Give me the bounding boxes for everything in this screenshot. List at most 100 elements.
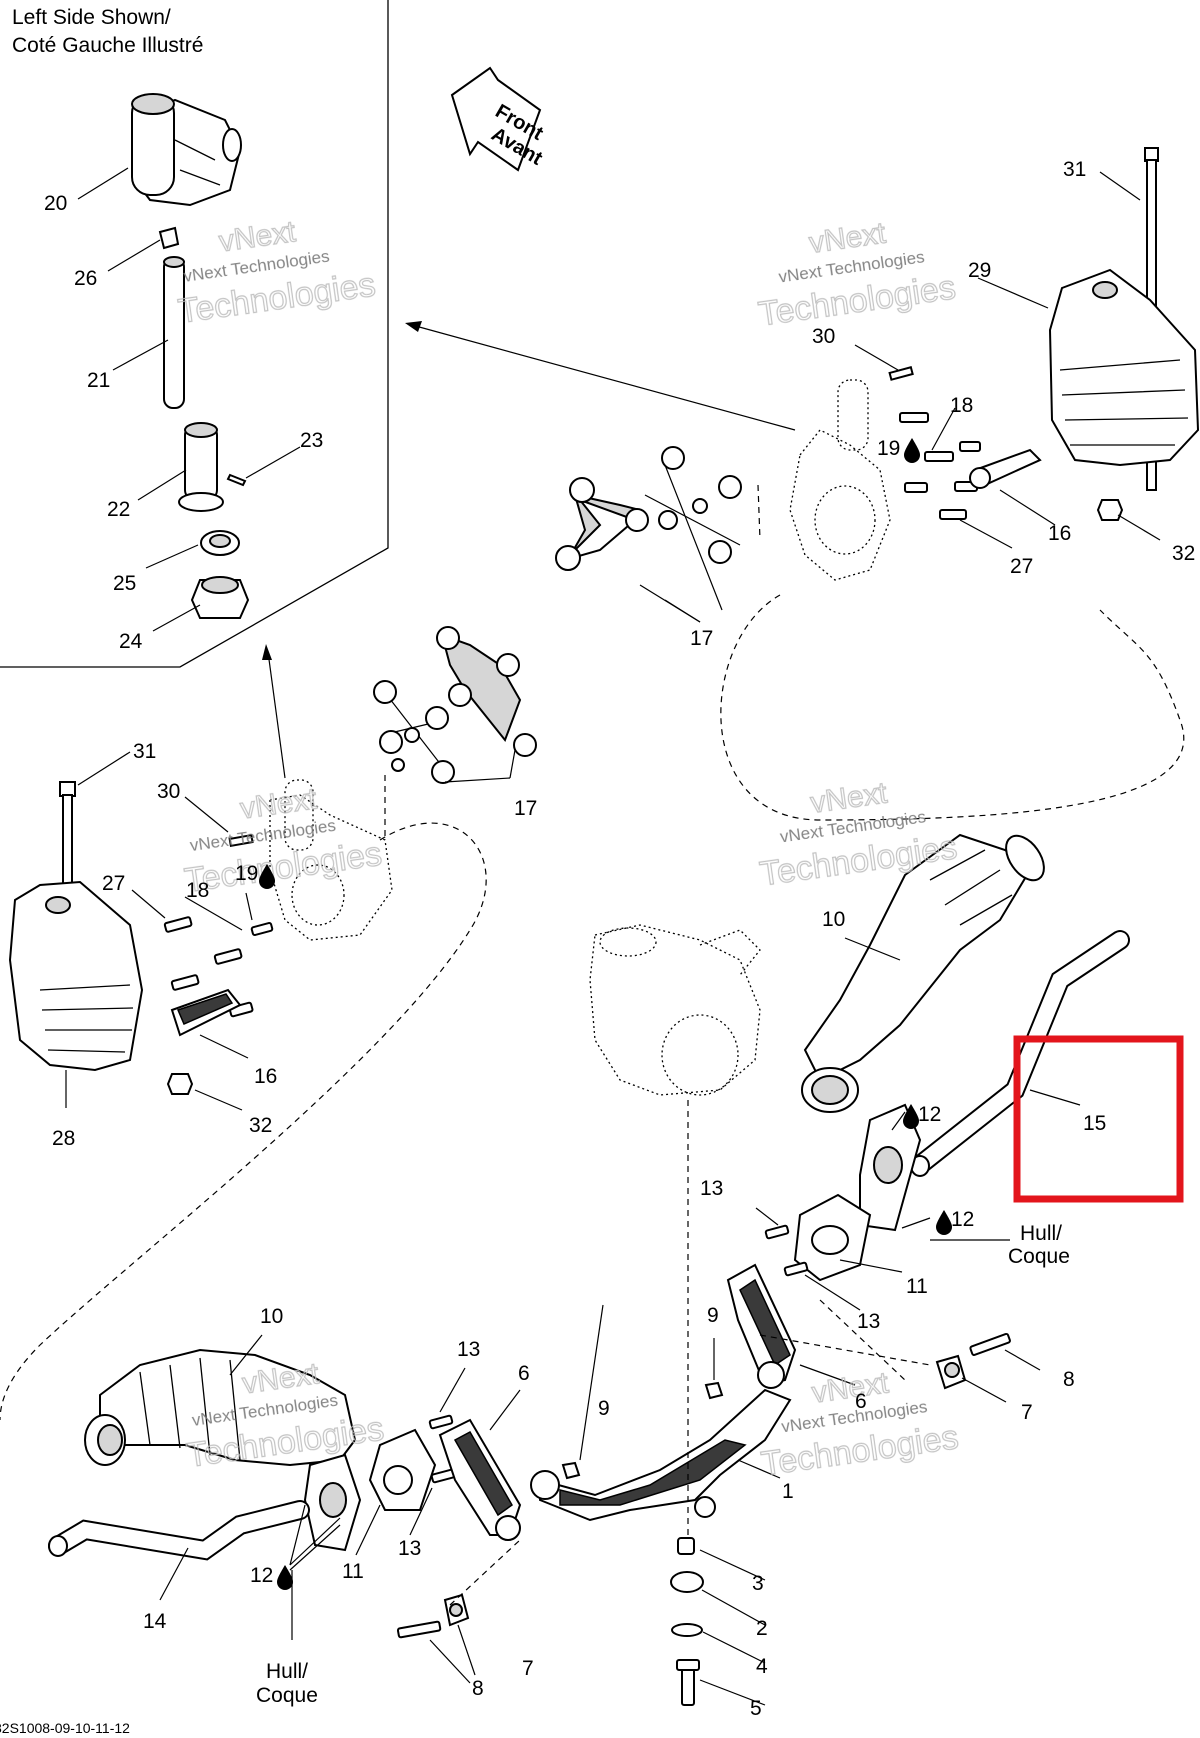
right-bolts-18-19 [899, 412, 981, 493]
callout-2: 2 [756, 1617, 768, 1640]
callout-7: 7 [522, 1657, 534, 1680]
pin-part [226, 473, 247, 487]
cap-part [158, 226, 180, 250]
jet-pump-body [589, 924, 761, 1096]
front-direction-arrow: Front Avant [450, 66, 547, 172]
left-cover-part [8, 880, 144, 1072]
right-bolt-13b [783, 1261, 809, 1277]
left-bolts [163, 833, 274, 1018]
callout-10: 10 [260, 1305, 283, 1328]
right-steering-assembly [555, 147, 1200, 611]
left-boot-part [84, 1348, 357, 1467]
left-washer-bolt-parts [396, 1593, 470, 1639]
nut-part [190, 576, 250, 619]
inset-title-line1: Left Side Shown/ [12, 6, 171, 29]
lower-stack-parts [670, 1537, 704, 1706]
watermarks: vNext Technologies vNext Technologies vN… [175, 214, 961, 1484]
callout-7: 7 [1021, 1401, 1033, 1424]
hull-left-line2: Coque [256, 1684, 318, 1707]
callout-9: 9 [707, 1304, 719, 1327]
drop-icon [936, 1210, 952, 1235]
callout-15: 15 [1083, 1112, 1106, 1135]
callout-26: 26 [74, 267, 97, 290]
callout-13: 13 [398, 1537, 421, 1560]
callout-12: 12 [250, 1564, 273, 1587]
callout-17: 17 [690, 627, 713, 650]
right-nut-part [1096, 499, 1124, 521]
callout-23: 23 [300, 429, 323, 452]
callout-1: 1 [782, 1480, 794, 1503]
assembly-reference-arrow [405, 321, 796, 431]
callout-31: 31 [1063, 158, 1086, 181]
hull-left-line1: Hull/ [266, 1660, 308, 1683]
callout-8: 8 [1063, 1368, 1075, 1391]
right-pivot-housing [789, 379, 891, 581]
right-linkage-arms [555, 446, 742, 611]
callout-32: 32 [249, 1114, 272, 1137]
callout-19: 19 [235, 862, 258, 885]
right-bolt-13a [764, 1224, 790, 1240]
callout-30: 30 [157, 780, 180, 803]
drop-icon [259, 864, 275, 889]
callout-27: 27 [1010, 555, 1033, 578]
drop-icon [903, 1104, 919, 1129]
callout-13: 13 [700, 1177, 723, 1200]
drawing-code: 82S1008-09-10-11-12 [0, 1720, 130, 1736]
callout-13: 13 [857, 1310, 880, 1333]
right-gasket-part [859, 1103, 922, 1232]
left-steering-assembly [8, 626, 537, 1095]
callout-12: 12 [918, 1103, 941, 1126]
callout-11: 11 [906, 1275, 928, 1298]
right-pivot-plate-part [793, 1193, 872, 1282]
leader-lines [65, 167, 1161, 1706]
right-dashed-loop [720, 594, 1185, 821]
callout-6: 6 [855, 1390, 867, 1413]
left-linkage-arms [373, 626, 537, 784]
left-steering-arm-part [438, 1418, 522, 1541]
callout-12: 12 [951, 1208, 974, 1231]
callout-4: 4 [756, 1655, 768, 1678]
steering-tube-part [163, 256, 185, 409]
left-nut-9 [561, 1461, 581, 1480]
callout-5: 5 [750, 1697, 762, 1720]
right-boot-part [801, 833, 1045, 1113]
right-hose-part [910, 930, 1130, 1177]
left-dashed-loop [0, 822, 487, 1421]
callout-19: 19 [877, 437, 900, 460]
right-small-bolt-30 [888, 366, 914, 381]
callout-18: 18 [950, 394, 973, 417]
callout-11: 11 [342, 1560, 364, 1583]
callout-20: 20 [44, 192, 67, 215]
steering-support-part [130, 93, 242, 207]
left-sleeve-part [170, 988, 242, 1037]
right-steering-arm-part [726, 1263, 797, 1389]
right-cover-part [1048, 268, 1200, 467]
callout-16: 16 [1048, 522, 1071, 545]
callout-31: 31 [133, 740, 156, 763]
callout-28: 28 [52, 1127, 75, 1150]
right-nut-9 [704, 1381, 724, 1400]
callout-25: 25 [113, 572, 136, 595]
inset-title-line2: Coté Gauche Illustré [12, 34, 203, 57]
callout-29: 29 [968, 259, 991, 282]
callout-32: 32 [1172, 542, 1195, 565]
callout-27: 27 [102, 872, 125, 895]
inset-panel: Left Side Shown/ Coté Gauche Illustré [0, 0, 389, 668]
callout-10: 10 [822, 908, 845, 931]
callout-13: 13 [457, 1338, 480, 1361]
callout-18: 18 [186, 879, 209, 902]
callout-8: 8 [472, 1677, 484, 1700]
left-bolt-13a [428, 1414, 454, 1430]
callout-21: 21 [87, 369, 110, 392]
left-gasket-part [303, 1453, 362, 1552]
callout-16: 16 [254, 1065, 277, 1088]
right-bolt-27 [939, 509, 967, 520]
hull-right-line1: Hull/ [1020, 1222, 1062, 1245]
right-washer-bolt-parts [935, 1332, 1011, 1390]
drop-icon [277, 1565, 293, 1590]
steering-link-part [530, 1388, 792, 1522]
left-pivot-plate-part [368, 1428, 437, 1511]
hull-label-right: Hull/ Coque [1008, 1222, 1070, 1268]
callout-22: 22 [107, 498, 130, 521]
